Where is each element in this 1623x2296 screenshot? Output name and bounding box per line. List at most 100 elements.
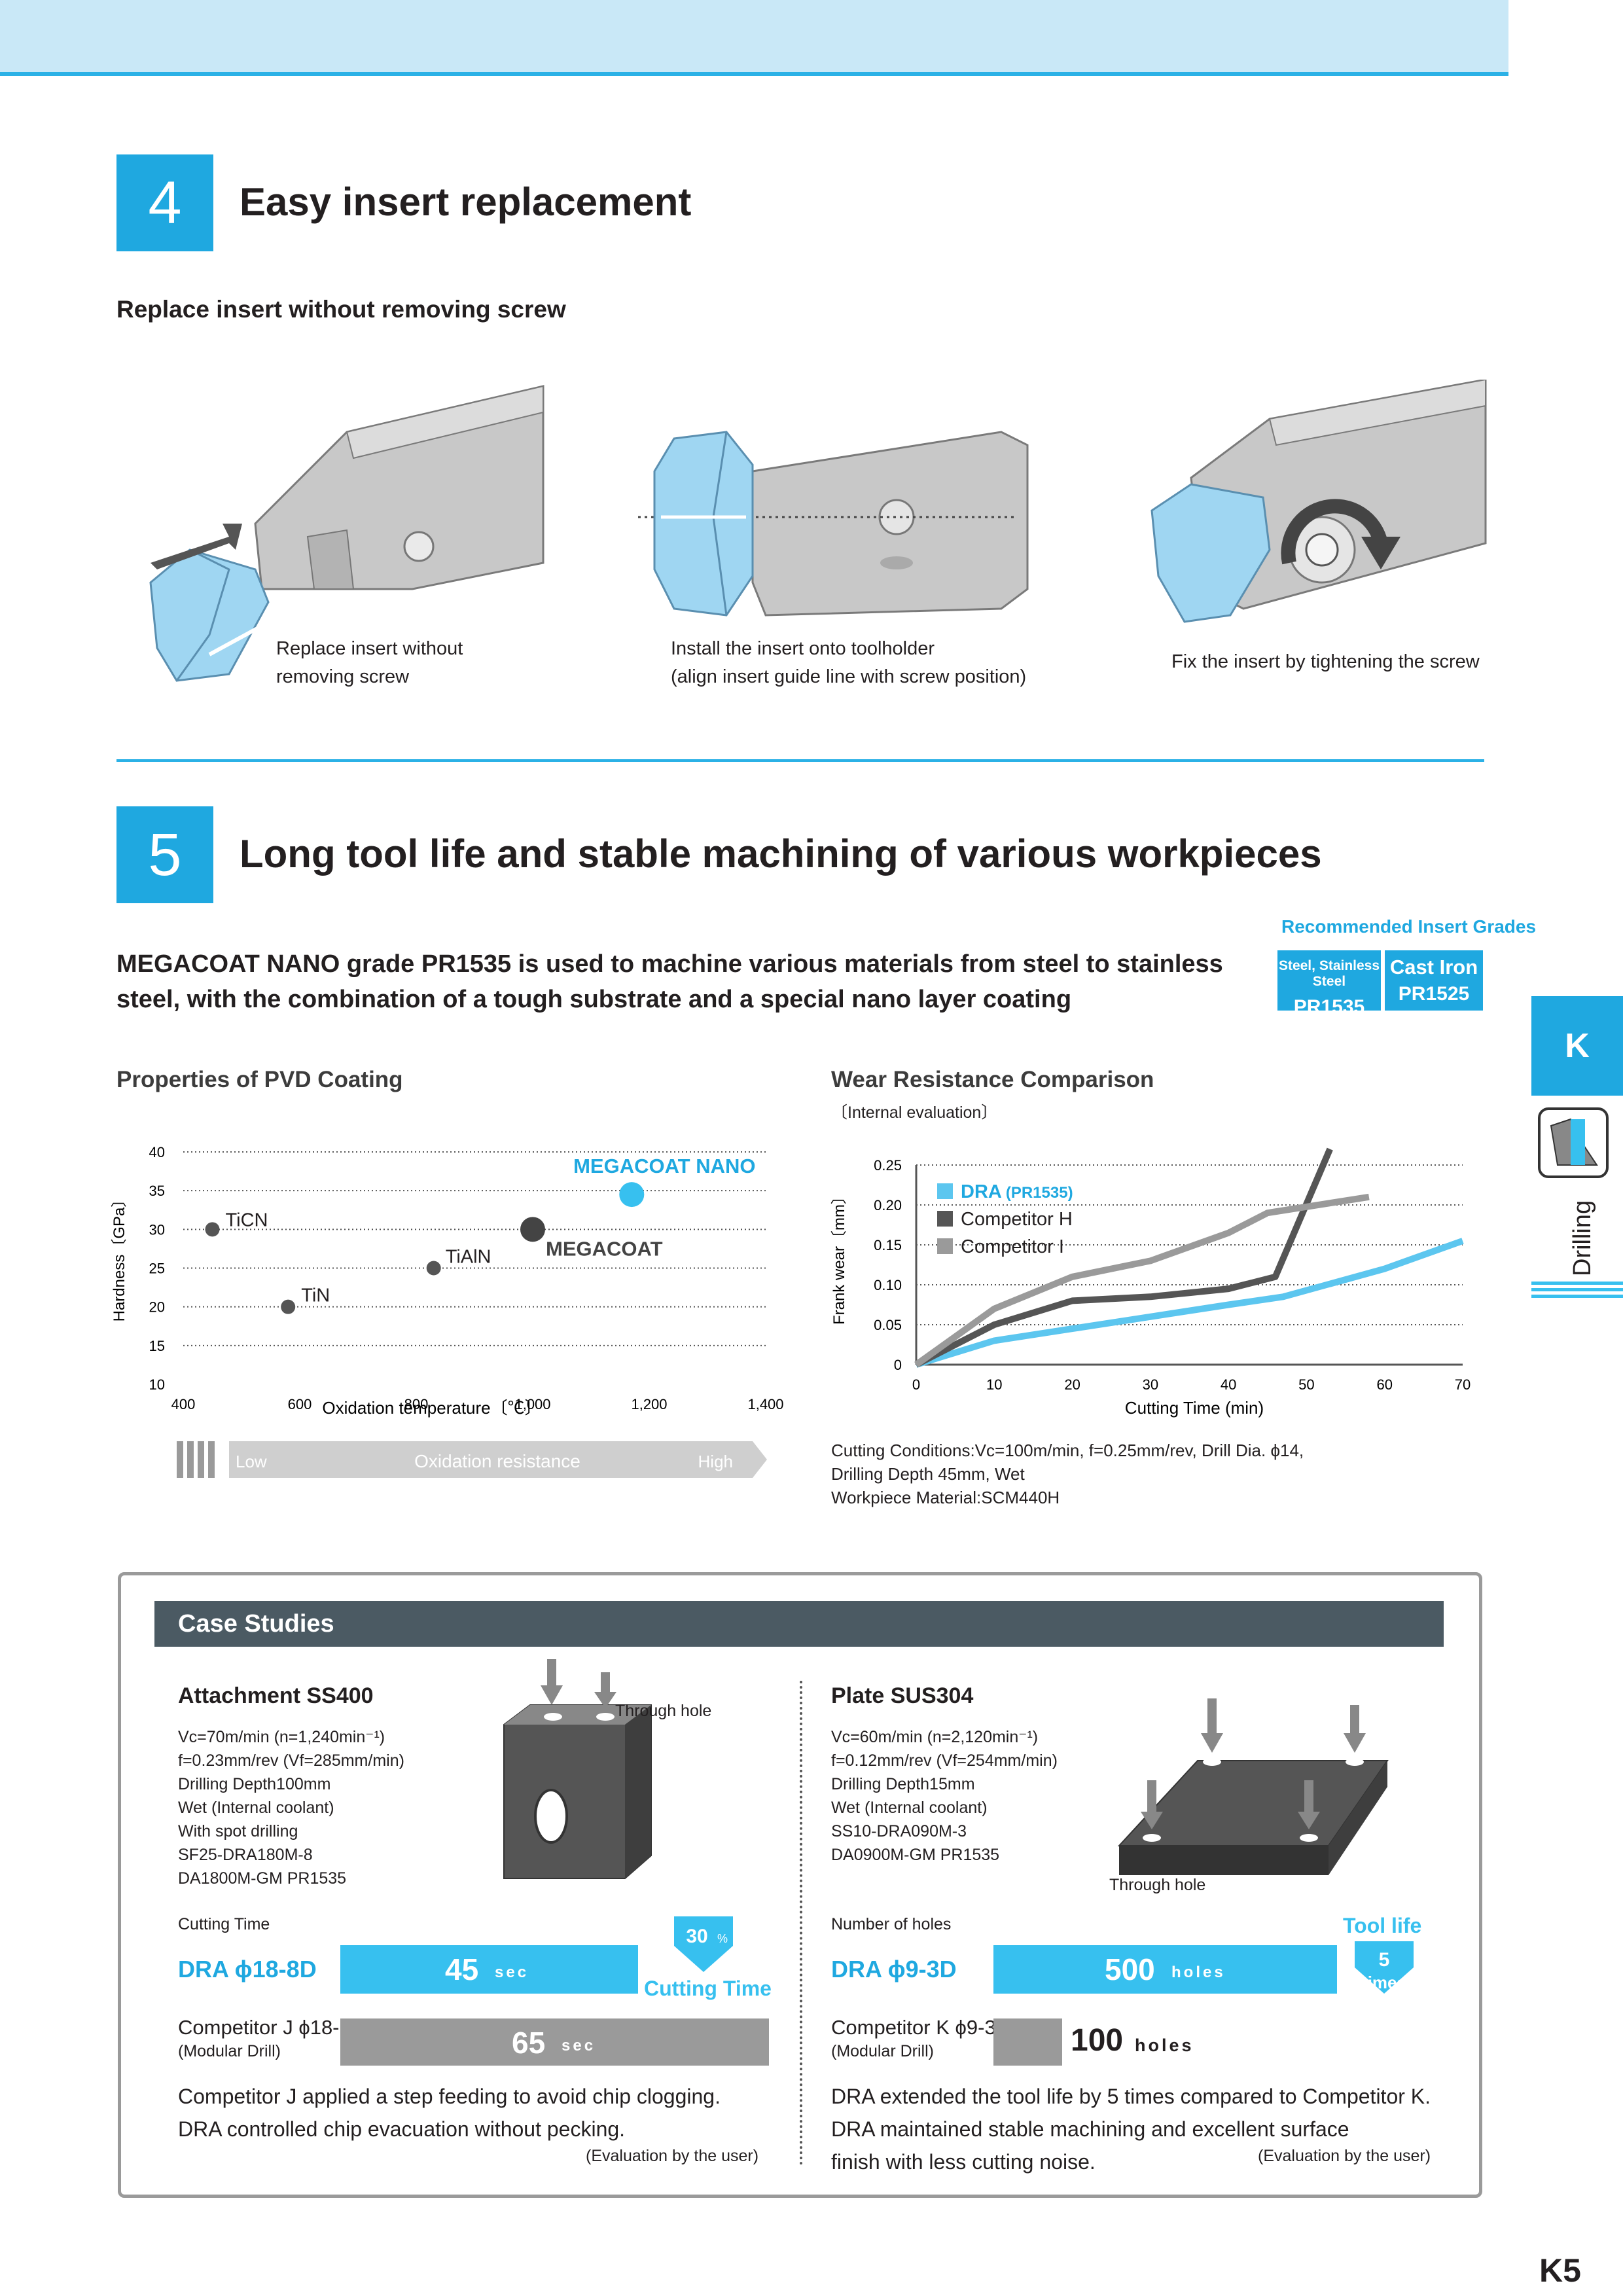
- grades-heading: Recommended Insert Grades: [1281, 916, 1537, 937]
- chart2-xlabel: Cutting Time (min): [1125, 1398, 1264, 1418]
- chart2-series-line: [914, 1147, 1333, 1368]
- chart1-ytick: 30: [149, 1221, 165, 1238]
- side-tab-letter: K: [1531, 996, 1623, 1096]
- chart2-ytick: 0.20: [874, 1197, 902, 1213]
- chart2-xtick: 40: [1221, 1376, 1236, 1393]
- chart2-xtick: 50: [1298, 1376, 1314, 1393]
- chart1-ytick: 35: [149, 1183, 165, 1199]
- chart1-point-label: TiN: [301, 1285, 330, 1306]
- chart1-point-label: MEGACOAT: [546, 1237, 663, 1260]
- scale-high: High: [698, 1452, 733, 1471]
- chart1-xlabel: Oxidation temperature〔℃〕: [322, 1398, 541, 1418]
- chart1-point: [281, 1299, 296, 1314]
- chart2-ytick: 0: [894, 1357, 902, 1373]
- case-right-comp-value: 100: [1071, 2023, 1124, 2058]
- scale-mid: Oxidation resistance: [414, 1451, 580, 1471]
- case-left-badge-arrow: 30 %: [674, 1916, 733, 1972]
- svg-text:times: times: [1362, 1973, 1406, 1992]
- chart1-ytick: 15: [149, 1338, 165, 1354]
- chart1-point: [205, 1222, 220, 1237]
- case-right-dra-bar: 500 holes: [993, 1945, 1337, 1994]
- scale-low: Low: [236, 1452, 267, 1471]
- svg-text:%: %: [717, 1932, 728, 1945]
- case-left-illus-label: Through hole: [615, 1702, 712, 1720]
- chart2-legend-swatch: [937, 1211, 953, 1227]
- case-left-badge-text: Cutting Time: [644, 1977, 772, 2000]
- chart1-ylabel: Hardness〔GPa〕: [111, 1192, 128, 1322]
- case-right-badge-arrow: 5 times: [1355, 1941, 1414, 1994]
- svg-text:5: 5: [1379, 1949, 1390, 1971]
- chart2-ytick: 0.10: [874, 1277, 902, 1293]
- case-left-dra-label: DRA ϕ18-8D: [178, 1956, 317, 1982]
- chart1-xtick: 800: [404, 1396, 429, 1412]
- section-subtitle-4: Replace insert without removing screw: [116, 296, 566, 323]
- wear-conditions: Cutting Conditions:Vc=100m/min, f=0.25mm…: [831, 1441, 1304, 1507]
- chart2-xtick: 70: [1455, 1376, 1471, 1393]
- chart2-legend-label: Competitor I: [961, 1236, 1064, 1257]
- case-left-conditions: Vc=70m/min (n=1,240min⁻¹) f=0.23mm/rev (…: [178, 1728, 404, 1888]
- section-title-5: Long tool life and stable machining of v…: [240, 832, 1322, 876]
- case-left-comp-bar: 65 sec: [340, 2018, 769, 2066]
- chart1-ytick: 25: [149, 1261, 165, 1277]
- chart2-ytick: 0.05: [874, 1317, 902, 1333]
- chart2-series-line: [915, 1238, 1464, 1368]
- case-right-comp-sub: (Modular Drill): [831, 2042, 934, 2060]
- case-right-metric-label: Number of holes: [831, 1915, 952, 1933]
- chart1-xtick: 600: [288, 1396, 312, 1412]
- chart2-legend-label: DRA(PR1535): [961, 1181, 1073, 1202]
- chart2-xtick: 30: [1143, 1376, 1158, 1393]
- wear-resistance-chart: Frank wear〔mm〕 Cutting Time (min) 0 0.05 0…: [830, 1147, 1471, 1418]
- grade-cell-cast-iron: Cast Iron PR1525: [1385, 950, 1483, 1011]
- chart1-ytick: 20: [149, 1299, 165, 1316]
- case-right-conditions: Vc=60m/min (n=2,120min⁻¹) f=0.12mm/rev (…: [831, 1728, 1058, 1864]
- chart2-subtitle: 〔Internal evaluation〕: [831, 1103, 998, 1122]
- chart1-ytick: 40: [149, 1144, 165, 1160]
- pvd-coating-chart: Hardness〔GPa〕 Oxidation temperature〔℃〕 1…: [111, 1144, 784, 1478]
- svg-text:30: 30: [686, 1926, 707, 1947]
- case-left-comp-sub: (Modular Drill): [178, 2042, 281, 2060]
- chart1-point: [426, 1261, 441, 1276]
- page-number: K5: [1539, 2252, 1581, 2289]
- case-left-evaluation: (Evaluation by the user): [586, 2147, 759, 2165]
- case-right-title: Plate SUS304: [831, 1683, 974, 1708]
- chart2-ylabel: Frank wear〔mm〕: [830, 1189, 848, 1325]
- chart1-ytick: 10: [149, 1376, 165, 1393]
- case-right-comp-unit: holes: [1135, 2036, 1194, 2055]
- chart2-xtick: 0: [912, 1376, 920, 1393]
- chart1-title: Properties of PVD Coating: [116, 1067, 403, 1092]
- chart1-xtick: 1,000: [514, 1396, 550, 1412]
- chart1-point: [619, 1182, 645, 1208]
- case-right-badge-heading: Tool life: [1343, 1914, 1422, 1937]
- section-title-4: Easy insert replacement: [240, 180, 692, 224]
- insert-removal-illustration: [149, 385, 544, 682]
- plate-illustration: [1117, 1698, 1389, 1875]
- side-tab-label: Drilling: [1569, 1200, 1596, 1276]
- chart2-series-line: [914, 1193, 1370, 1368]
- case-left-comp-label: Competitor J ϕ18-7D: [178, 2016, 366, 2039]
- case-right-evaluation: (Evaluation by the user): [1258, 2147, 1431, 2165]
- chart2-ytick: 0.25: [874, 1157, 902, 1174]
- chart1-point-label: MEGACOAT NANO: [573, 1155, 755, 1177]
- top-banner: [0, 0, 1508, 76]
- case-right-comp-bar: [993, 2018, 1062, 2066]
- insert-fix-illustration: [1150, 380, 1487, 623]
- case-studies-heading: Case Studies: [154, 1601, 1444, 1647]
- case-left-note: Competitor J applied a step feeding to a…: [178, 2085, 721, 2141]
- case-left-dra-bar: 45 sec: [340, 1945, 638, 1994]
- chart2-legend-label: Competitor H: [961, 1209, 1073, 1230]
- section-number-4: 4: [116, 154, 213, 251]
- chart1-point-label: TiCN: [226, 1210, 268, 1230]
- case-right-note: DRA extended the tool life by 5 times co…: [831, 2085, 1431, 2174]
- case-left-metric-label: Cutting Time: [178, 1915, 270, 1933]
- attachment-block-illustration: [503, 1659, 652, 1879]
- case-left-title: Attachment SS400: [178, 1683, 374, 1708]
- section-number-5: 5: [116, 806, 213, 903]
- chart2-xtick: 10: [986, 1376, 1002, 1393]
- chart2-legend-swatch: [937, 1183, 953, 1199]
- case-studies-box: [118, 1572, 1482, 2198]
- case-divider: [800, 1681, 802, 2165]
- chart1-xtick: 1,200: [631, 1396, 667, 1412]
- caption-2: Install the insert onto toolholder(align…: [671, 638, 1027, 687]
- section-divider: [116, 759, 1484, 762]
